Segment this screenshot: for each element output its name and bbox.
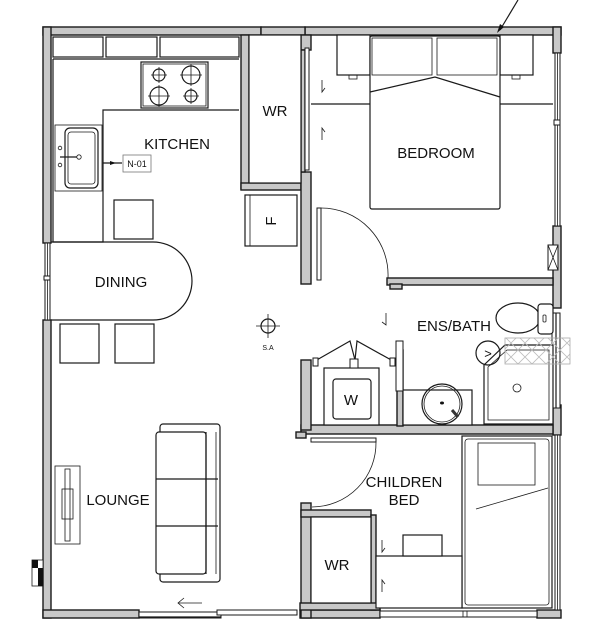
children-door <box>310 437 377 508</box>
lounge: LOUNGE <box>54 423 221 609</box>
room-label-wr-bottom: WR <box>325 557 350 574</box>
room-label-children-line2: BED <box>389 492 420 509</box>
sink-tag <box>122 154 152 173</box>
room-label-children-line1: CHILDREN <box>366 474 443 491</box>
room-label-kitchen: KITCHEN <box>144 136 210 153</box>
vent-icon <box>475 340 501 366</box>
room-label-dining: DINING <box>95 274 148 291</box>
room-label-wr-top: WR <box>263 103 288 120</box>
dining: DINING <box>51 241 193 364</box>
door-swing-marker <box>381 313 387 326</box>
entry-arrow-icon <box>177 597 202 609</box>
wardrobe-bottom: WR <box>310 516 372 604</box>
tv-unit-icon <box>54 465 81 545</box>
sink-tag-label: N-01 <box>127 159 147 169</box>
laundry: W <box>312 340 396 426</box>
fridge: F <box>244 194 298 247</box>
cooktop-icon <box>140 61 209 109</box>
bedroom-door <box>316 207 389 281</box>
sink-icon <box>54 124 103 192</box>
double-bed-icon <box>369 35 501 210</box>
single-bed-icon <box>461 435 553 609</box>
kitchen: N-01 KITCHEN <box>52 36 240 243</box>
north-arrow-icon <box>499 0 519 31</box>
bedroom: BEDROOM <box>304 0 553 281</box>
floor-waste-hatch <box>504 337 571 365</box>
vent-symbol: > <box>484 346 492 361</box>
dining-chair <box>59 323 100 364</box>
washer-label: W <box>344 392 359 409</box>
toilet-icon <box>495 302 554 335</box>
children-bedroom: CHILDREN BED <box>310 435 553 609</box>
fridge-label: F <box>263 216 280 225</box>
room-label-lounge: LOUNGE <box>86 492 149 509</box>
smoke-alarm-icon <box>256 314 280 338</box>
basin-icon <box>421 383 463 425</box>
smoke-alarm-label: S.A <box>262 345 274 352</box>
sofa-icon <box>155 423 221 583</box>
room-label-bedroom: BEDROOM <box>397 145 475 162</box>
room-label-ens-bath: ENS/BATH <box>417 318 491 335</box>
dining-chair <box>114 323 155 364</box>
interior-walls <box>240 34 554 619</box>
ensuite: > ENS/BATH <box>395 302 571 426</box>
wardrobe-top: WR <box>248 34 302 184</box>
